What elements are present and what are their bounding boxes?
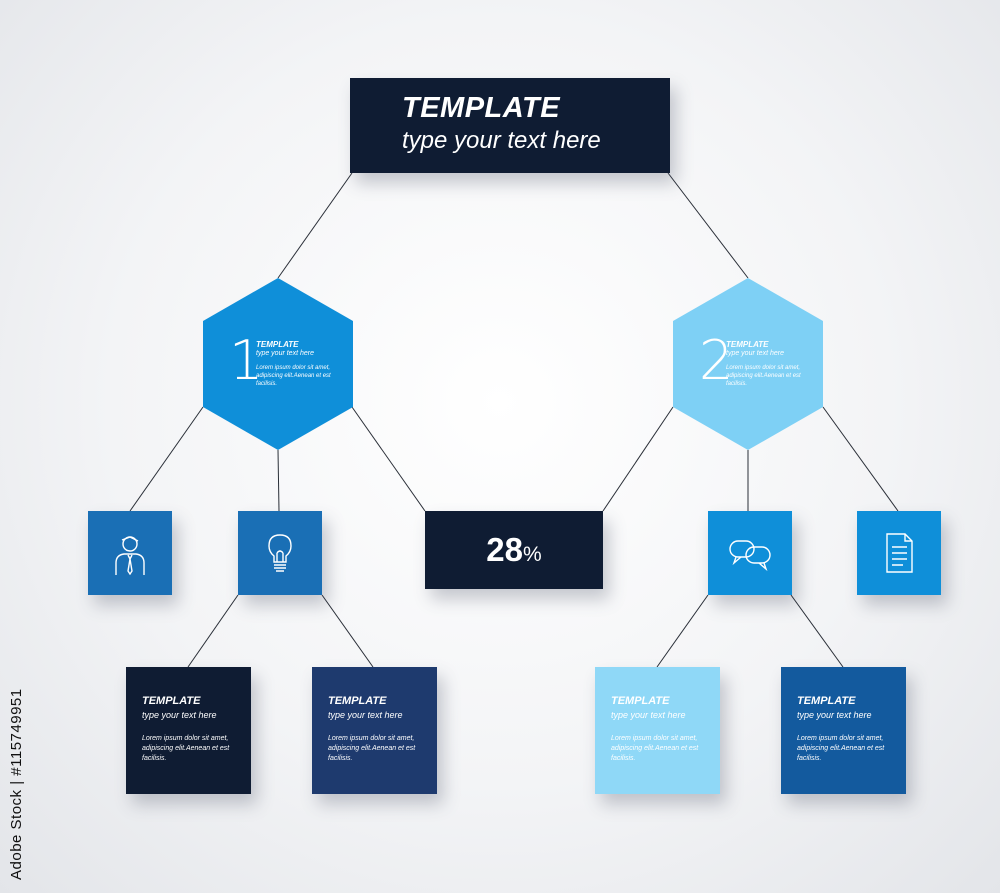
card-4-subtitle: type your text here	[797, 710, 872, 720]
chat-bubbles-icon	[729, 540, 771, 572]
percentage-symbol: %	[523, 543, 542, 566]
hexagon-1-number: 1	[229, 329, 264, 392]
icon-box-chat	[708, 511, 792, 595]
card-3-title: TEMPLATE	[611, 695, 670, 707]
main-title-box: TEMPLATE type your text here	[350, 78, 670, 173]
hexagon-1-body: Lorem ipsum dolor sit amet, adipiscing e…	[256, 365, 331, 387]
card-4: TEMPLATE type your text here Lorem ipsum…	[781, 667, 906, 794]
card-3-body: Lorem ipsum dolor sit amet, adipiscing e…	[611, 735, 699, 763]
lightbulb-icon	[268, 534, 292, 572]
icon-box-person	[88, 511, 172, 595]
hexagon-2-subtitle: type your text here	[726, 350, 784, 357]
main-subtitle: type your text here	[402, 127, 601, 154]
percentage-value: 28	[486, 531, 524, 568]
card-1-title: TEMPLATE	[142, 695, 201, 707]
card-1-body: Lorem ipsum dolor sit amet, adipiscing e…	[142, 735, 230, 763]
hexagon-2-title: TEMPLATE	[726, 340, 769, 349]
card-4-title: TEMPLATE	[797, 695, 856, 707]
hexagon-1-title: TEMPLATE	[256, 340, 299, 349]
card-1-subtitle: type your text here	[142, 710, 217, 720]
card-3: TEMPLATE type your text here Lorem ipsum…	[595, 667, 720, 794]
card-4-body: Lorem ipsum dolor sit amet, adipiscing e…	[797, 735, 885, 763]
icon-box-lightbulb	[238, 511, 322, 595]
hexagon-2-body: Lorem ipsum dolor sit amet, adipiscing e…	[726, 365, 801, 387]
card-2: TEMPLATE type your text here Lorem ipsum…	[312, 667, 437, 794]
main-title: TEMPLATE	[402, 92, 561, 124]
card-1: TEMPLATE type your text here Lorem ipsum…	[126, 667, 251, 794]
card-3-subtitle: type your text here	[611, 710, 686, 720]
hexagon-2-number: 2	[699, 329, 734, 392]
card-2-body: Lorem ipsum dolor sit amet, adipiscing e…	[328, 735, 416, 763]
card-2-title: TEMPLATE	[328, 695, 387, 707]
hexagon-1-subtitle: type your text here	[256, 350, 314, 357]
icon-box-document	[857, 511, 941, 595]
document-icon	[886, 533, 913, 573]
card-2-subtitle: type your text here	[328, 710, 403, 720]
percentage-box: 28%	[425, 511, 603, 589]
stock-watermark: Adobe Stock | #115749951	[8, 688, 25, 880]
person-with-tie-icon	[115, 536, 145, 575]
